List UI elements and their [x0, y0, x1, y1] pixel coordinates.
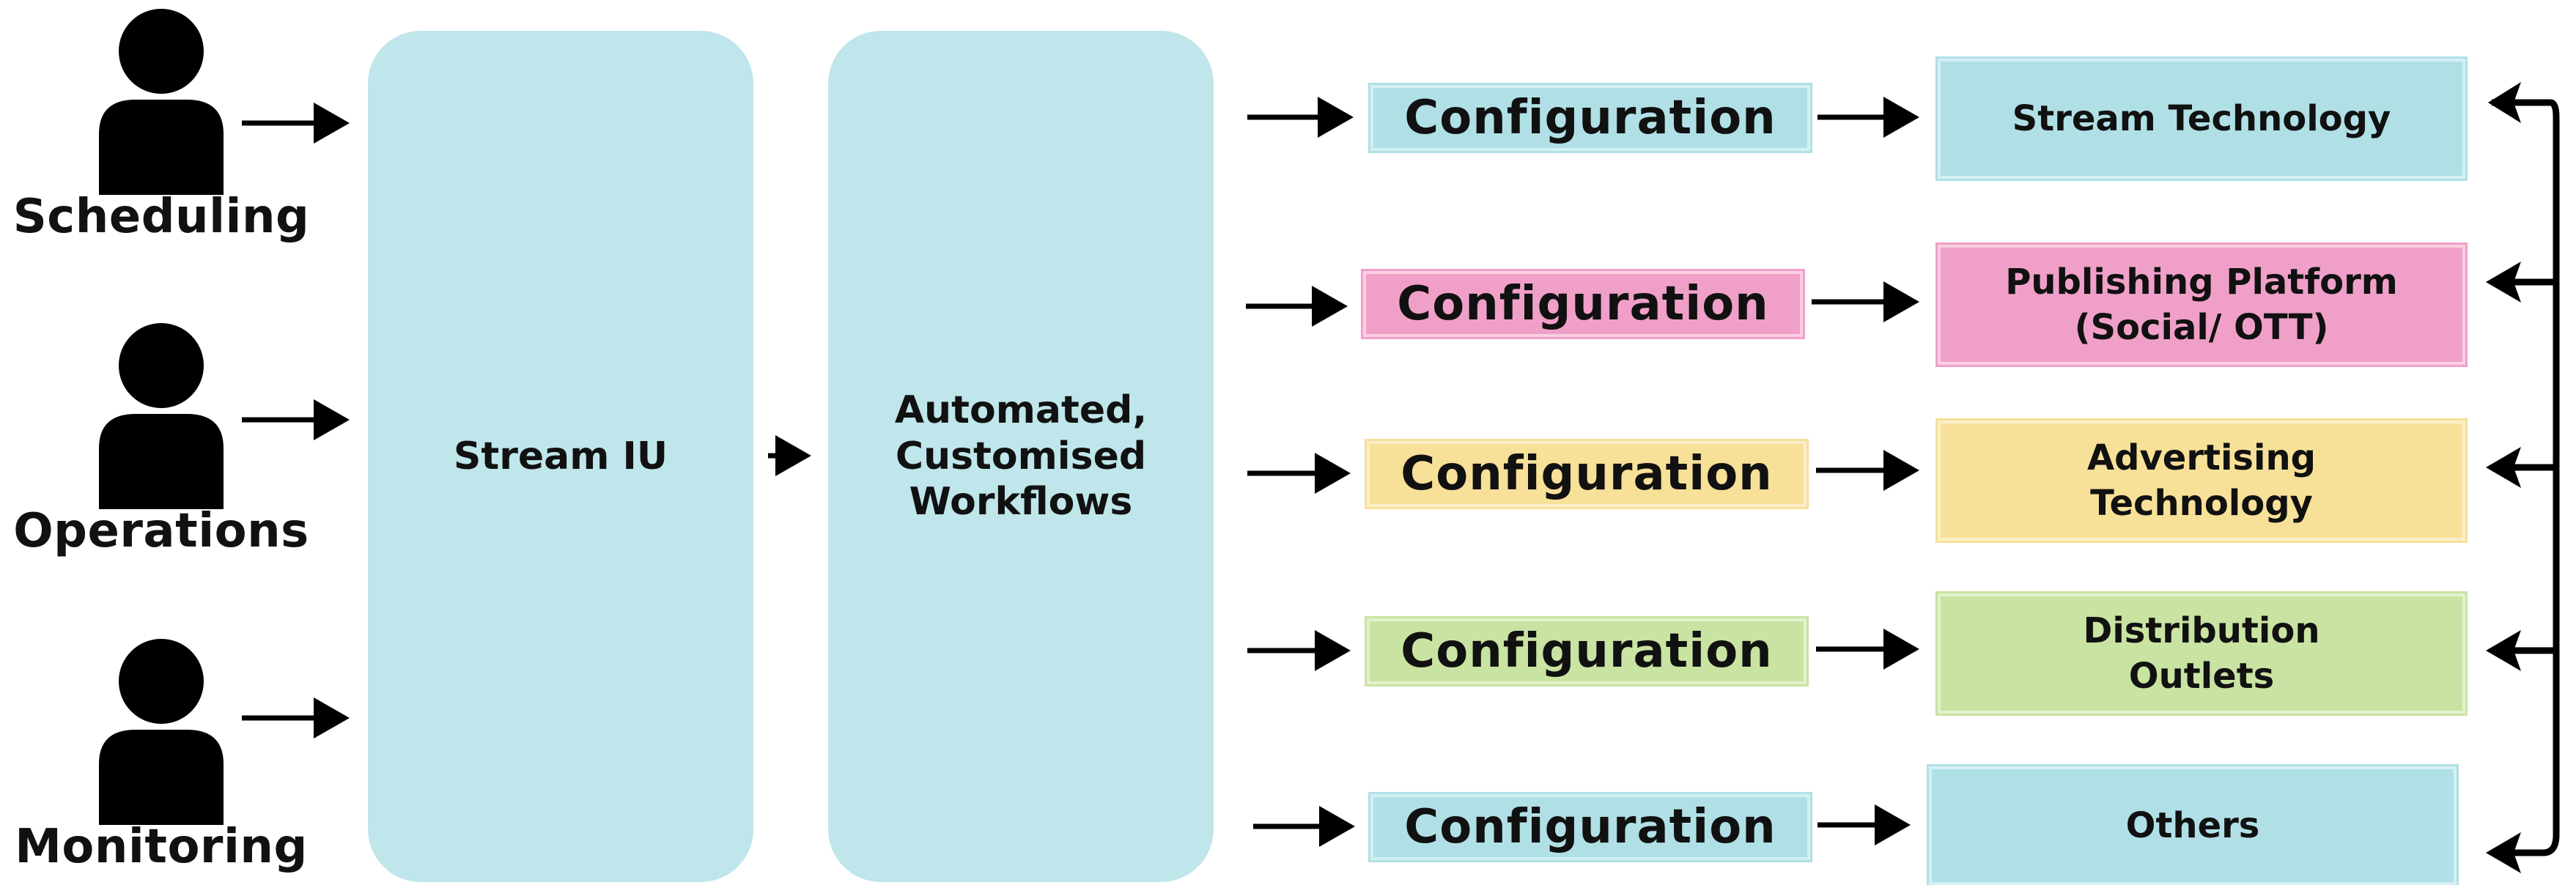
target-distribution-outlets: Distribution Outlets [1938, 593, 2465, 714]
configuration-box-distribution-outlets: Configuration [1367, 618, 1806, 684]
actor-label: Scheduling [12, 190, 310, 244]
target-advertising-technology: Advertising Technology [1938, 421, 2465, 541]
target-publishing-platform: Publishing Platform (Social/ OTT) [1938, 245, 2465, 365]
actor-label: Monitoring [15, 820, 308, 874]
person-icon [99, 639, 224, 825]
actor-monitoring: Monitoring [7, 636, 315, 870]
workflows-label: Automated, Customised Workflows [894, 388, 1148, 525]
configuration-box-publishing-platform: Configuration [1363, 271, 1803, 337]
workflows-panel: Automated, Customised Workflows [828, 31, 1214, 882]
feedback-arrowheads [2486, 82, 2521, 873]
configuration-box-advertising-technology: Configuration [1367, 441, 1806, 507]
configuration-box-others: Configuration [1370, 794, 1810, 860]
actor-label: Operations [13, 504, 309, 558]
configuration-box-stream-technology: Configuration [1370, 85, 1810, 151]
target-others: Others [1929, 766, 2457, 885]
actor-operations: Operations [7, 320, 315, 555]
target-stream-technology: Stream Technology [1938, 59, 2465, 179]
stream-ui-label: Stream IU [453, 434, 668, 478]
stream-ui-panel: Stream IU [368, 31, 753, 882]
person-icon [99, 323, 224, 509]
person-icon [99, 9, 224, 195]
feedback-bracket [2492, 99, 2560, 856]
actor-scheduling: Scheduling [7, 6, 315, 240]
